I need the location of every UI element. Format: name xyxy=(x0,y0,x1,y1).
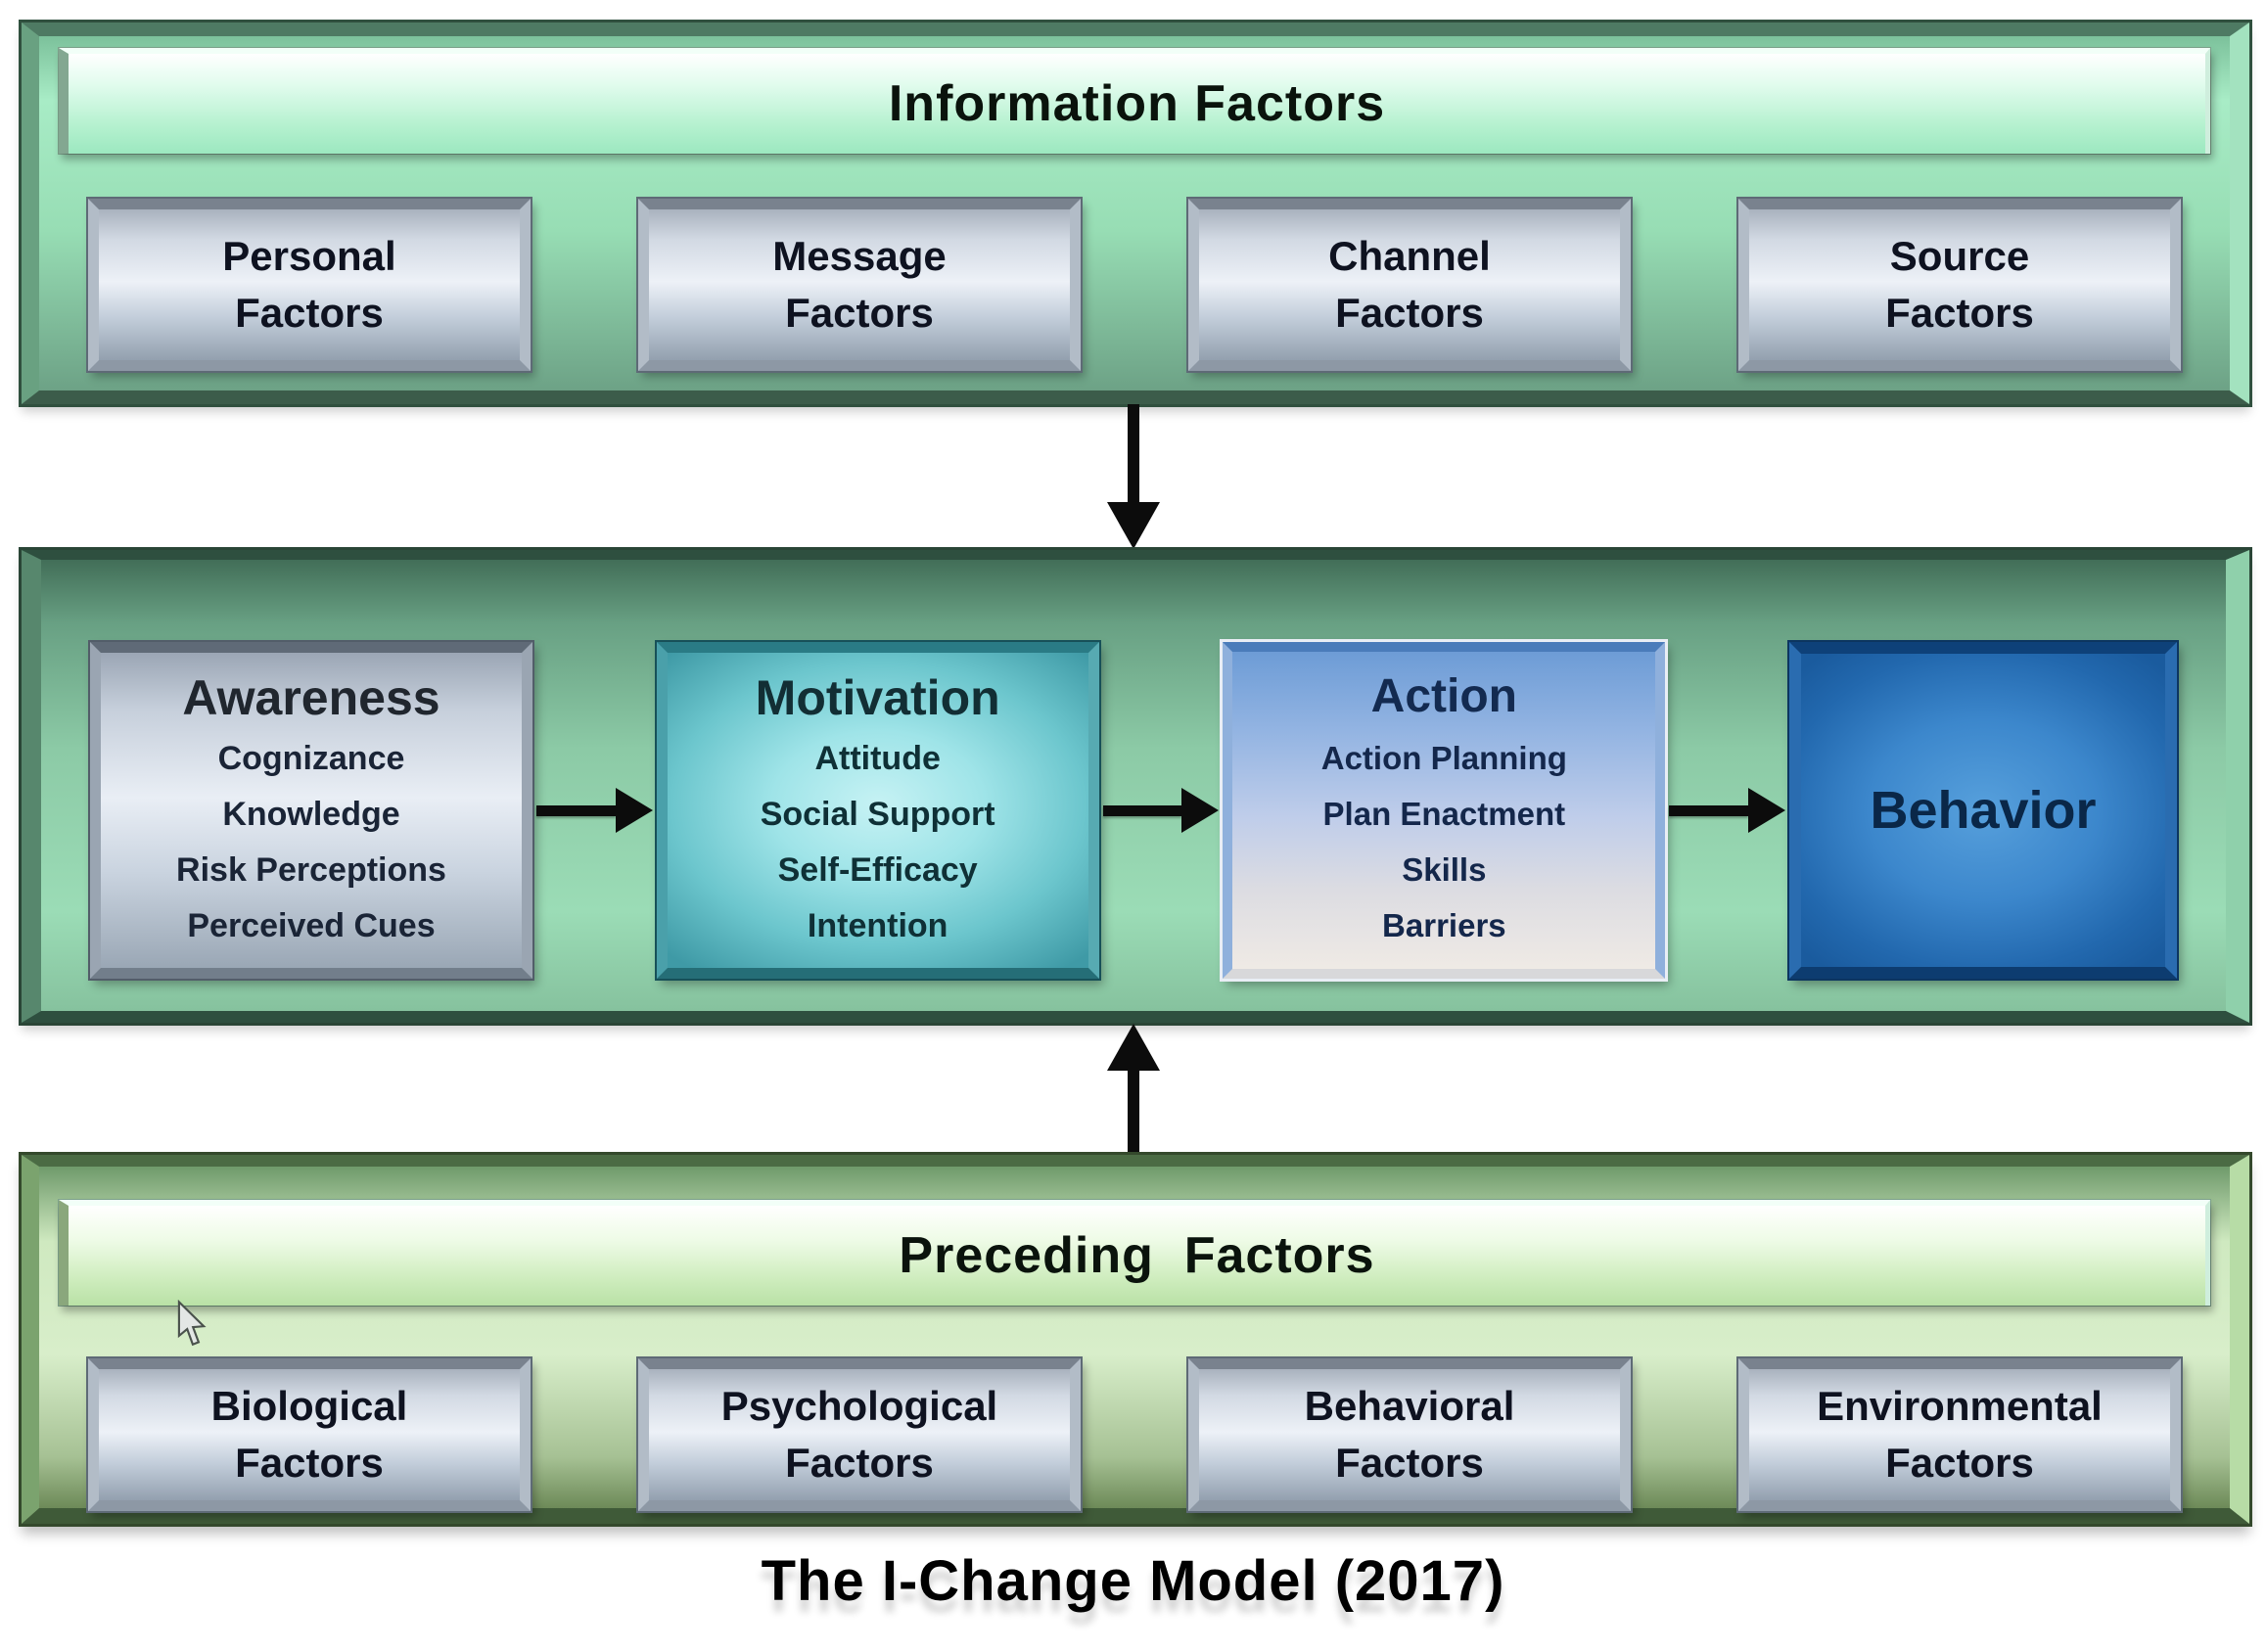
arrow-action-to-behavior xyxy=(1669,804,1749,816)
arrow-down-information-to-process xyxy=(1128,404,1139,502)
preceding-factors-row: Biological Factors Psychological Factors… xyxy=(88,1358,2181,1511)
action-item: Skills xyxy=(1402,851,1487,888)
box-label-line: Environmental xyxy=(1817,1383,2103,1429)
message-factors-box: Message Factors xyxy=(638,199,1081,371)
awareness-item: Knowledge xyxy=(222,796,400,833)
motivation-title: Motivation xyxy=(755,670,1000,725)
preceding-factors-header: Preceding Factors xyxy=(59,1200,2210,1306)
arrow-awareness-to-motivation xyxy=(536,804,616,816)
box-label-line: Biological xyxy=(210,1383,408,1429)
action-box: Action Action Planning Plan Enactment Sk… xyxy=(1223,642,1666,979)
box-label-line: Factors xyxy=(235,1440,384,1486)
channel-factors-box: Channel Factors xyxy=(1188,199,1631,371)
behavior-box: Behavior xyxy=(1789,642,2178,979)
box-label-line: Factors xyxy=(1335,1440,1484,1486)
biological-factors-box: Biological Factors xyxy=(88,1358,531,1511)
box-label-line: Psychological xyxy=(720,1383,998,1429)
information-factors-header: Information Factors xyxy=(59,48,2210,154)
action-item: Plan Enactment xyxy=(1322,796,1566,832)
diagram-caption: The I-Change Model (2017) xyxy=(761,1549,1505,1613)
awareness-item: Perceived Cues xyxy=(187,907,436,944)
box-label-line: Source xyxy=(1889,233,2030,279)
arrow-up-preceding-to-process xyxy=(1128,1071,1139,1153)
mouse-cursor-icon xyxy=(177,1300,207,1347)
behavior-title: Behavior xyxy=(1870,781,2097,840)
information-factors-row: Personal Factors Message Factors Channel… xyxy=(88,199,2181,371)
information-factors-title: Information Factors xyxy=(888,75,1386,132)
box-label-line: Factors xyxy=(785,290,934,336)
awareness-item: Cognizance xyxy=(217,740,405,777)
box-label-line: Personal xyxy=(222,233,396,279)
awareness-item: Risk Perceptions xyxy=(176,851,446,889)
awareness-box: Awareness Cognizance Knowledge Risk Perc… xyxy=(90,642,532,979)
motivation-item: Intention xyxy=(807,907,948,944)
action-item: Barriers xyxy=(1382,907,1506,943)
box-label-line: Factors xyxy=(1885,290,2034,336)
preceding-factors-title: Preceding Factors xyxy=(899,1227,1375,1284)
action-item: Action Planning xyxy=(1320,740,1567,776)
process-panel: Awareness Cognizance Knowledge Risk Perc… xyxy=(22,550,2249,1023)
box-label-line: Message xyxy=(772,233,947,279)
box-label-line: Factors xyxy=(1335,290,1484,336)
motivation-box: Motivation Attitude Social Support Self-… xyxy=(656,642,1099,979)
arrow-motivation-to-action xyxy=(1102,804,1182,816)
box-label-line: Factors xyxy=(785,1440,934,1486)
source-factors-box: Source Factors xyxy=(1738,199,2181,371)
action-title: Action xyxy=(1370,670,1517,722)
personal-factors-box: Personal Factors xyxy=(88,199,531,371)
psychological-factors-box: Psychological Factors xyxy=(638,1358,1081,1511)
process-row: Awareness Cognizance Knowledge Risk Perc… xyxy=(90,642,2178,979)
preceding-factors-panel: Preceding Factors Biological Factors Psy… xyxy=(22,1155,2249,1524)
box-label-line: Channel xyxy=(1328,233,1491,279)
box-label-line: Factors xyxy=(1885,1440,2034,1486)
information-factors-panel: Information Factors Personal Factors Mes… xyxy=(22,23,2249,404)
box-label-line: Behavioral xyxy=(1304,1383,1515,1429)
motivation-item: Self-Efficacy xyxy=(777,851,978,889)
awareness-title: Awareness xyxy=(182,670,440,725)
motivation-item: Social Support xyxy=(760,796,995,833)
box-label-line: Factors xyxy=(235,290,384,336)
motivation-item: Attitude xyxy=(814,740,941,777)
environmental-factors-box: Environmental Factors xyxy=(1738,1358,2181,1511)
behavioral-factors-box: Behavioral Factors xyxy=(1188,1358,1631,1511)
